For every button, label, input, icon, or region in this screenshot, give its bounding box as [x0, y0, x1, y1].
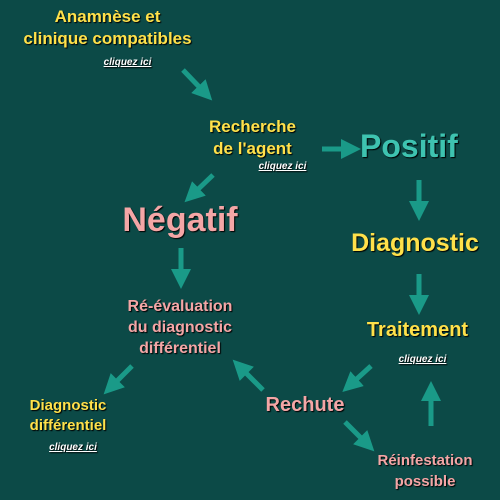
- node-diagnostic-differentiel: Diagnostic différentiel cliquez ici: [8, 396, 128, 458]
- reinfestation-line1: Réinfestation: [377, 452, 473, 469]
- node-traitement: Traitement cliquez ici: [350, 317, 485, 373]
- arrow-anamnese-to-recherche: [181, 68, 213, 101]
- reevaluation-line3: différentiel: [139, 340, 221, 357]
- recherche-line2: de l'agent: [213, 139, 292, 158]
- arrow-traitement-to-rechute: [342, 364, 373, 393]
- node-anamnese: Anamnèse et clinique compatibles cliquez…: [0, 6, 215, 74]
- reinfestation-line2: possible: [394, 473, 456, 490]
- traitement-label: Traitement: [366, 319, 469, 341]
- diag-diff-line2: différentiel: [29, 417, 107, 434]
- traitement-link[interactable]: cliquez ici: [398, 354, 447, 365]
- node-diagnostic: Diagnostic: [351, 229, 479, 257]
- recherche-line1: Recherche: [209, 117, 296, 136]
- node-reevaluation: Ré-évaluation du diagnostic différentiel: [100, 296, 260, 359]
- anamnese-link[interactable]: cliquez ici: [103, 57, 152, 68]
- anamnese-line2: clinique compatibles: [23, 29, 192, 48]
- node-rechute: Rechute: [265, 394, 345, 416]
- arrow-rechute-to-reevaluation: [232, 359, 265, 392]
- reevaluation-line2: du diagnostic: [128, 319, 232, 336]
- reevaluation-line1: Ré-évaluation: [127, 298, 233, 315]
- arrow-rechute-to-reinfestation: [343, 420, 375, 452]
- diag-diff-line1: Diagnostic: [29, 397, 107, 414]
- arrow-recherche-to-negatif: [184, 173, 215, 203]
- node-negatif: Négatif: [122, 201, 238, 239]
- arrow-reevaluation-to-diag-diff: [103, 364, 134, 395]
- node-reinfestation: Réinfestation possible: [360, 450, 490, 492]
- node-positif: Positif: [360, 128, 458, 164]
- node-recherche: Recherche de l'agent cliquez ici: [190, 116, 315, 178]
- anamnese-line1: Anamnèse et: [54, 7, 161, 26]
- recherche-link[interactable]: cliquez ici: [258, 161, 307, 172]
- diag-diff-link[interactable]: cliquez ici: [49, 442, 97, 453]
